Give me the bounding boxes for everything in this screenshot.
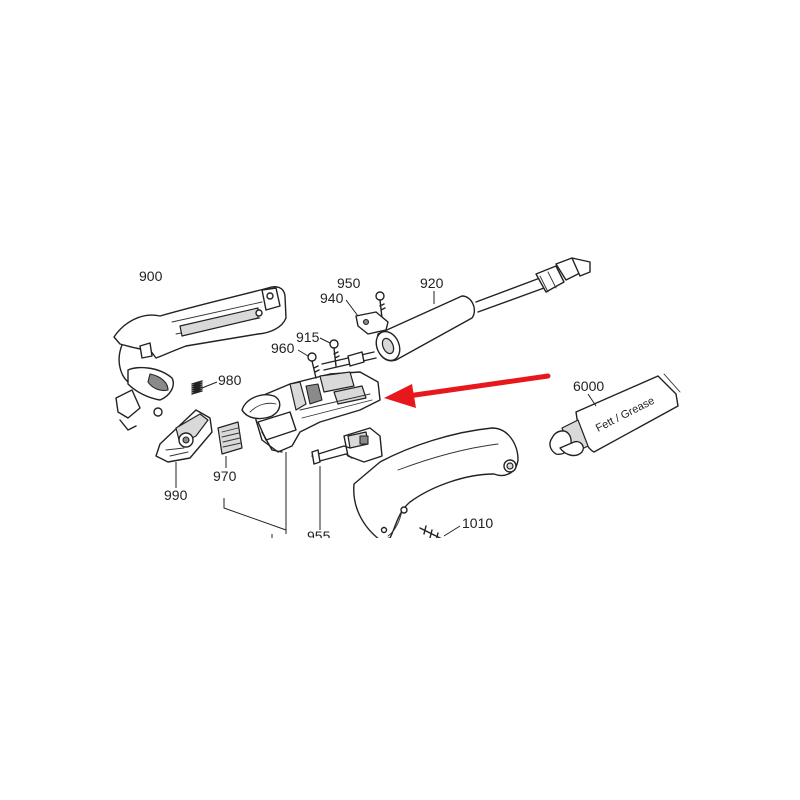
label-950: 950 [337,275,361,291]
label-960: 960 [271,340,295,356]
part-955-electronic-module [311,427,383,530]
label-900: 900 [139,268,163,284]
part-990-lock-plate [155,409,213,488]
label-940: 940 [320,290,344,306]
part-6000-grease-tube: Fett / Grease [549,373,681,457]
label-980: 980 [218,372,242,388]
part-lower-handle-housing [353,427,519,541]
part-920-cable-sleeve [375,257,591,362]
part-915-screw [319,337,340,367]
part-1010-screw [419,525,461,542]
part-970-contact-plate [217,421,243,468]
label-1010: 1010 [462,515,493,531]
part-900-handle-housing [113,286,287,431]
part-950-screw [375,291,386,319]
crop-mask [0,538,800,800]
part-980-spring [191,380,218,395]
label-6000: 6000 [573,378,604,394]
label-970: 970 [213,468,237,484]
label-920: 920 [420,275,444,291]
part-960-screw [297,349,320,379]
label-915: 915 [296,329,320,345]
label-990: 990 [164,487,188,503]
part-940-clamp [345,299,389,335]
switch-assembly [223,371,381,560]
cable-clamp-bar [321,351,377,371]
indicator-arrow [384,373,551,408]
